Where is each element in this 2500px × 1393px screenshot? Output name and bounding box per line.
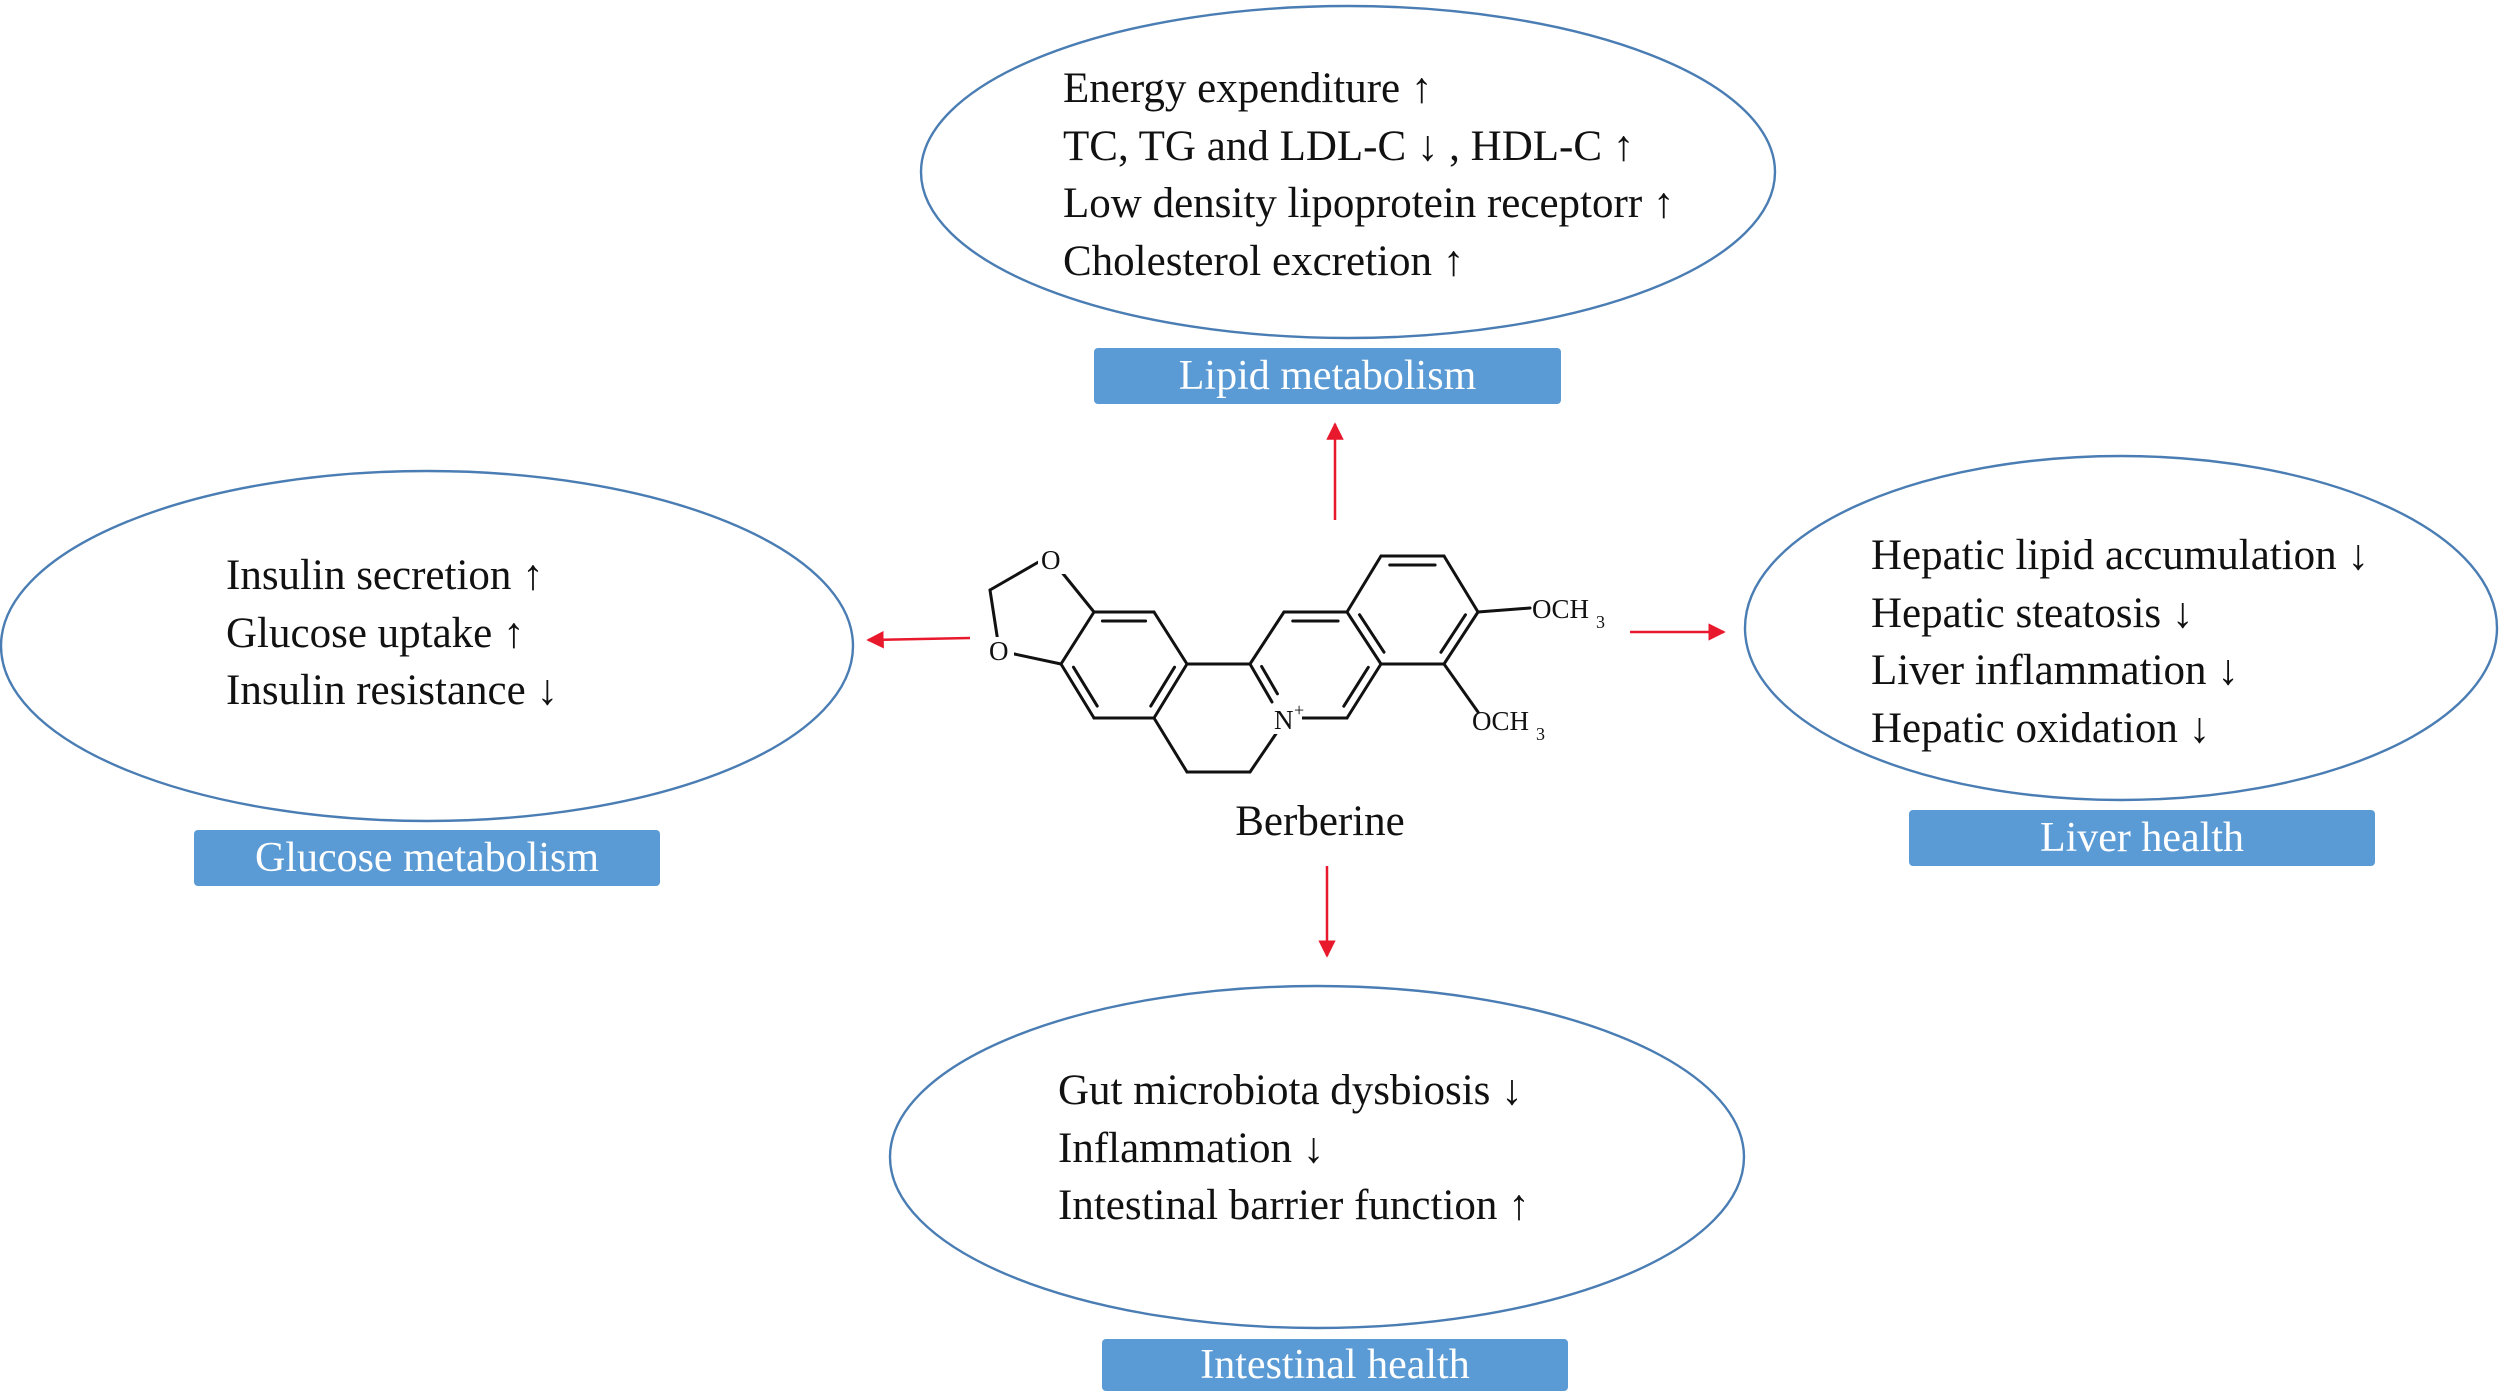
lipid-metabolism-label-text: Lipid metabolism — [1178, 353, 1477, 399]
ring-c-bond — [1248, 662, 1274, 704]
dioxole-bond — [988, 558, 1044, 592]
intestinal-health-label-text: Intestinal health — [1200, 1342, 1470, 1388]
positive-charge: + — [1294, 700, 1304, 720]
atom-label-background — [986, 637, 1014, 665]
dioxole-bond — [988, 588, 1000, 644]
oxygen-atom-lower: O — [989, 636, 1009, 666]
ring-d-double-bond — [1358, 613, 1386, 654]
glucose-effect-3: Insulin resistance ↓ — [226, 667, 558, 714]
glucose-effects-ellipse — [0, 469, 855, 823]
molecule-name: Berberine — [1235, 798, 1405, 845]
glucose-effect-1: Insulin secretion ↑ — [226, 552, 544, 599]
atom-label-background — [1038, 546, 1066, 574]
lipid-effects-ellipse — [919, 4, 1777, 340]
lipid-metabolism-group: Energy expenditure ↑ TC, TG and LDL-C ↓ … — [919, 4, 1777, 340]
methoxy-lower-label: OCH — [1472, 706, 1529, 736]
lipid-effect-1: Energy expenditure ↑ — [1063, 65, 1432, 112]
ring-d-double-bond — [1439, 613, 1467, 654]
ring-c-double-bond — [1342, 665, 1370, 708]
intestinal-effects-ellipse — [888, 984, 1746, 1330]
ring-a-bond — [1059, 662, 1096, 720]
arrow-to-glucose — [866, 630, 971, 649]
methoxy-bond — [1442, 662, 1480, 714]
lipid-metabolism-label: Lipid metabolism — [1094, 348, 1561, 404]
liver-effect-4: Hepatic oxidation ↓ — [1871, 705, 2210, 752]
methoxy-lower-subscript: 3 — [1536, 724, 1545, 744]
ring-a-bond — [1152, 662, 1189, 720]
ring-c-bond — [1248, 610, 1286, 666]
liver-effect-3: Liver inflammation ↓ — [1871, 647, 2239, 694]
ring-d-bond — [1442, 610, 1480, 666]
ring-b-bond — [1152, 716, 1189, 774]
liver-effects-ellipse — [1743, 454, 2499, 802]
nitrogen-atom: N — [1274, 705, 1294, 735]
ring-a-bond — [1152, 610, 1189, 666]
liver-health-label: Liver health — [1909, 810, 2375, 866]
liver-health-group: Hepatic lipid accumulation ↓ Hepatic ste… — [1743, 454, 2499, 802]
lipid-effect-2: TC, TG and LDL-C ↓ , HDL-C ↑ — [1063, 123, 1634, 170]
intestinal-health-group: Gut microbiota dysbiosis ↓ Inflammation … — [888, 984, 1746, 1330]
intestinal-health-label: Intestinal health — [1102, 1339, 1568, 1391]
glucose-metabolism-group: Insulin secretion ↑ Glucose uptake ↑ Ins… — [0, 469, 855, 823]
methoxy-upper-subscript: 3 — [1596, 612, 1605, 632]
liver-effect-2: Hepatic steatosis ↓ — [1871, 590, 2193, 637]
ring-c-double-bond — [1260, 664, 1279, 696]
atom-label-background — [1272, 704, 1302, 734]
intestinal-effect-1: Gut microbiota dysbiosis ↓ — [1058, 1067, 1523, 1114]
ring-a-double-bond — [1071, 665, 1099, 708]
liver-effect-1: Hepatic lipid accumulation ↓ — [1871, 532, 2369, 579]
ring-d-bond — [1345, 554, 1383, 614]
oxygen-atom-upper: O — [1041, 545, 1061, 575]
lipid-effect-3: Low density lipoprotein receptorr ↑ — [1063, 180, 1674, 227]
liver-health-label-text: Liver health — [2039, 815, 2245, 861]
intestinal-effect-3: Intestinal barrier function ↑ — [1058, 1182, 1530, 1229]
methoxy-bond — [1476, 606, 1532, 614]
glucose-metabolism-label-text: Glucose metabolism — [254, 835, 600, 881]
glucose-effect-2: Glucose uptake ↑ — [226, 610, 525, 657]
ring-a-double-bond — [1149, 665, 1177, 708]
dioxole-bond — [1003, 650, 1063, 666]
glucose-metabolism-label: Glucose metabolism — [194, 830, 660, 886]
ring-d-bond — [1442, 554, 1480, 614]
lipid-effect-4: Cholesterol excretion ↑ — [1063, 238, 1464, 285]
ring-a-bond — [1059, 610, 1096, 666]
intestinal-effect-2: Inflammation ↓ — [1058, 1125, 1324, 1172]
ring-c-bond — [1345, 610, 1383, 666]
methoxy-upper-label: OCH — [1532, 594, 1589, 624]
ring-c-bond — [1345, 662, 1383, 720]
